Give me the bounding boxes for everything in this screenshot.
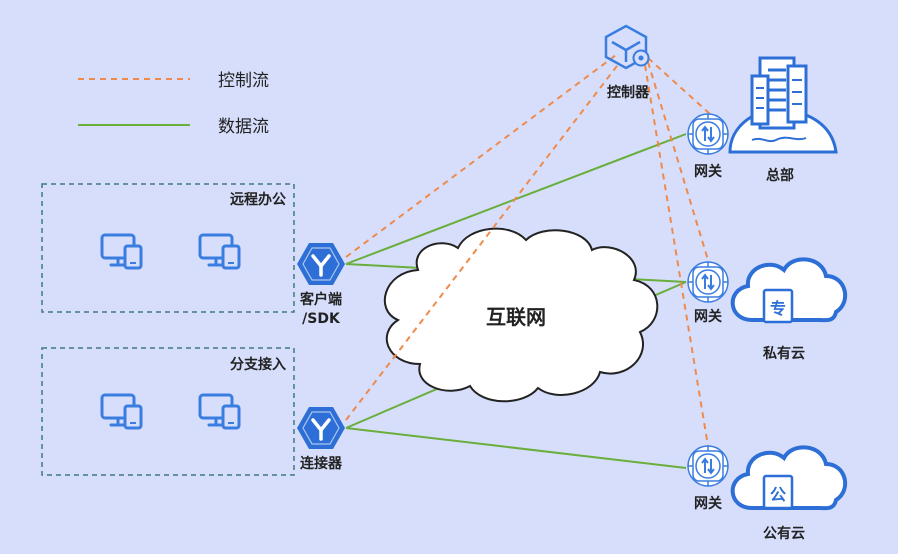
public-cloud-node: 公 公有云 xyxy=(730,445,847,542)
remote-office-box xyxy=(41,183,295,313)
controller-label: 控制器 xyxy=(607,84,650,101)
legend-data-label: 数据流 xyxy=(218,117,269,137)
private-cloud-label: 私有云 xyxy=(763,345,805,362)
client-node: 客户端 /SDK xyxy=(295,241,347,327)
legend-control-label: 控制流 xyxy=(218,71,269,91)
public-cloud-glyph: 公 xyxy=(770,485,786,504)
laptop-phone-icon xyxy=(198,393,241,430)
client-icon xyxy=(295,241,347,287)
control-line-gw-public xyxy=(644,64,709,447)
gateway-hq: 网关 xyxy=(687,113,729,180)
private-doc-icon xyxy=(762,288,794,324)
headquarters-node: 总部 xyxy=(728,56,838,184)
controller-node: 控制器 xyxy=(604,24,650,101)
group-branch-access: 分支接入 xyxy=(41,347,295,476)
private-cloud-node: 专 私有云 xyxy=(730,257,847,362)
laptop-phone-icon xyxy=(198,233,241,270)
laptop-phone-icon xyxy=(100,393,143,430)
branch-access-label: 分支接入 xyxy=(230,356,286,373)
data-line-connector-public xyxy=(345,427,687,469)
cloud-shape xyxy=(383,227,659,403)
client-label: 客户端 xyxy=(299,291,342,308)
legend: 控制流 数据流 xyxy=(78,71,269,137)
gateway-icon xyxy=(687,445,729,487)
gateway-public: 网关 xyxy=(687,445,729,512)
control-line-client xyxy=(345,54,617,258)
gateway-icon xyxy=(687,113,729,155)
client-sub-label: /SDK xyxy=(302,311,341,327)
public-doc-icon xyxy=(762,474,794,510)
connector-node: 连接器 xyxy=(295,405,347,472)
controller-icon xyxy=(604,24,650,70)
connector-label: 连接器 xyxy=(300,455,343,472)
control-line-gw-hq xyxy=(647,57,711,115)
branch-access-box xyxy=(41,347,295,476)
gateway-label: 网关 xyxy=(694,163,722,180)
public-cloud-label: 公有云 xyxy=(763,525,805,542)
group-remote-office: 远程办公 xyxy=(41,183,295,313)
internet-cloud: 互联网 xyxy=(383,227,659,403)
internet-label: 互联网 xyxy=(486,305,546,329)
remote-office-label: 远程办公 xyxy=(230,191,286,208)
headquarters-label: 总部 xyxy=(766,167,794,184)
laptop-phone-icon xyxy=(100,233,143,270)
control-line-gw-private xyxy=(647,61,709,261)
gateway-icon xyxy=(687,261,729,303)
gateway-label: 网关 xyxy=(694,495,722,512)
control-line-connector xyxy=(345,61,621,421)
gateway-private: 网关 xyxy=(687,261,729,325)
connector-icon xyxy=(295,405,347,451)
gateway-label: 网关 xyxy=(694,308,722,325)
building-icon xyxy=(728,56,838,154)
control-flow-lines xyxy=(345,54,711,447)
private-cloud-glyph: 专 xyxy=(770,299,786,318)
